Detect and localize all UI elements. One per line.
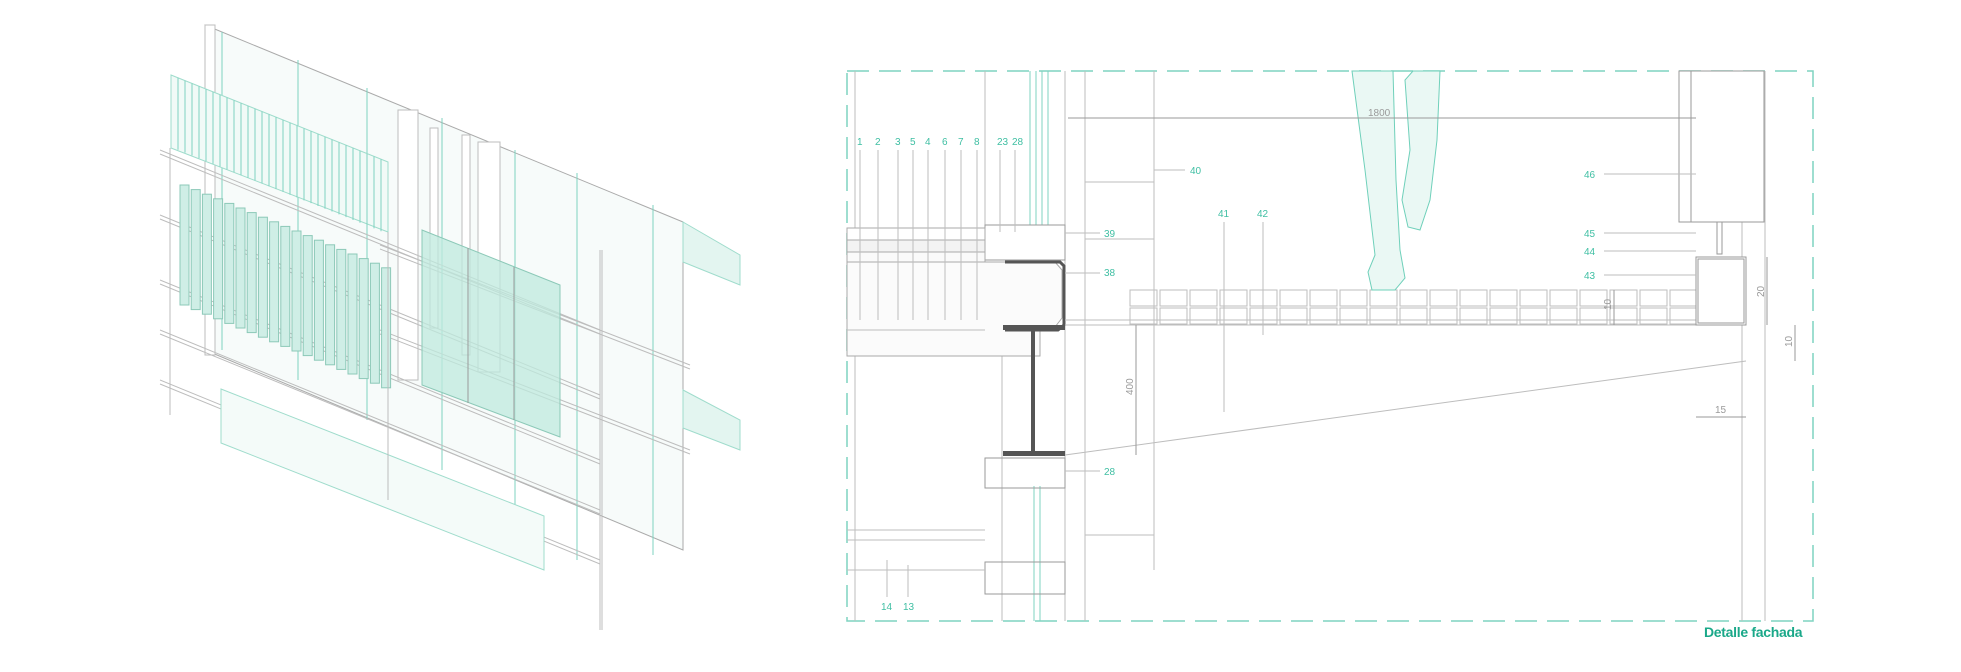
drawing-title: Detalle fachada (1704, 624, 1803, 640)
louver-blade (235, 207, 246, 329)
louver-blade (280, 225, 291, 347)
callout-leaders (859, 150, 1696, 597)
vertical-louvers (179, 184, 392, 389)
vertical-posts (169, 148, 603, 630)
column-and-tube (1678, 70, 1765, 326)
callout-28: 28 (1012, 137, 1024, 148)
callout-13: 13 (903, 602, 915, 613)
callout-5: 5 (910, 137, 916, 148)
steel-beam-flange-bottom (1003, 451, 1065, 456)
louver-blade (325, 244, 336, 366)
dim-1800: 1800 (1368, 108, 1391, 119)
slab-edge-lower (682, 389, 741, 451)
callout-40: 40 (1190, 166, 1202, 177)
louver-blade (369, 262, 380, 384)
callout-28-lower: 28 (1104, 467, 1116, 478)
louver-blade (358, 258, 369, 380)
callout-46: 46 (1584, 170, 1596, 181)
louver-blade (246, 212, 257, 334)
louver-blade (213, 198, 224, 320)
dim-15: 15 (1715, 405, 1727, 416)
floor-buildup (846, 227, 1747, 571)
callout-6: 6 (942, 137, 948, 148)
callout-7: 7 (958, 137, 964, 148)
dim-10-tile: 10 (1603, 298, 1614, 310)
slab-edge-upper (682, 221, 741, 286)
louver-blade (302, 235, 313, 357)
louver-blade (201, 193, 212, 315)
callout-45: 45 (1584, 229, 1596, 240)
human-figure (1351, 70, 1441, 291)
dim-10: 10 (1784, 335, 1795, 347)
louver-blade (291, 230, 302, 352)
callout-41: 41 (1218, 209, 1230, 220)
callout-38: 38 (1104, 268, 1116, 279)
callout-14: 14 (881, 602, 893, 613)
louver-blade (347, 253, 358, 375)
louver-blade (381, 267, 392, 389)
raised-floor-tiles (1129, 289, 1698, 325)
dimension-values: 1800 400 10 20 10 15 (1125, 108, 1795, 416)
callout-8: 8 (974, 137, 980, 148)
louver-blade (336, 248, 347, 370)
callout-3: 3 (895, 137, 901, 148)
dimension-lines (1068, 117, 1796, 455)
steel-beam-web (1031, 330, 1035, 453)
louver-blade (190, 189, 201, 311)
dim-400: 400 (1125, 378, 1136, 395)
sliding-glass-panel (421, 229, 561, 438)
callout-numbers-side: 39 38 40 41 42 46 45 44 43 28 14 13 (881, 166, 1596, 613)
callout-42: 42 (1257, 209, 1269, 220)
callout-44: 44 (1584, 247, 1596, 258)
callout-2: 2 (875, 137, 881, 148)
louver-blade (313, 239, 324, 361)
screen-stripes (177, 77, 382, 232)
callout-23: 23 (997, 137, 1009, 148)
louver-blade (179, 184, 190, 306)
isometric-facade-view (159, 24, 741, 630)
callout-4: 4 (925, 137, 931, 148)
callout-39: 39 (1104, 229, 1116, 240)
callout-1: 1 (857, 137, 863, 148)
callout-43: 43 (1584, 271, 1596, 282)
perforated-panel (220, 388, 545, 571)
louver-blade (224, 202, 235, 324)
louver-blade (269, 221, 280, 343)
steel-beam-flange-top (1003, 325, 1065, 330)
dim-20: 20 (1756, 285, 1767, 297)
louver-blade (257, 216, 268, 338)
